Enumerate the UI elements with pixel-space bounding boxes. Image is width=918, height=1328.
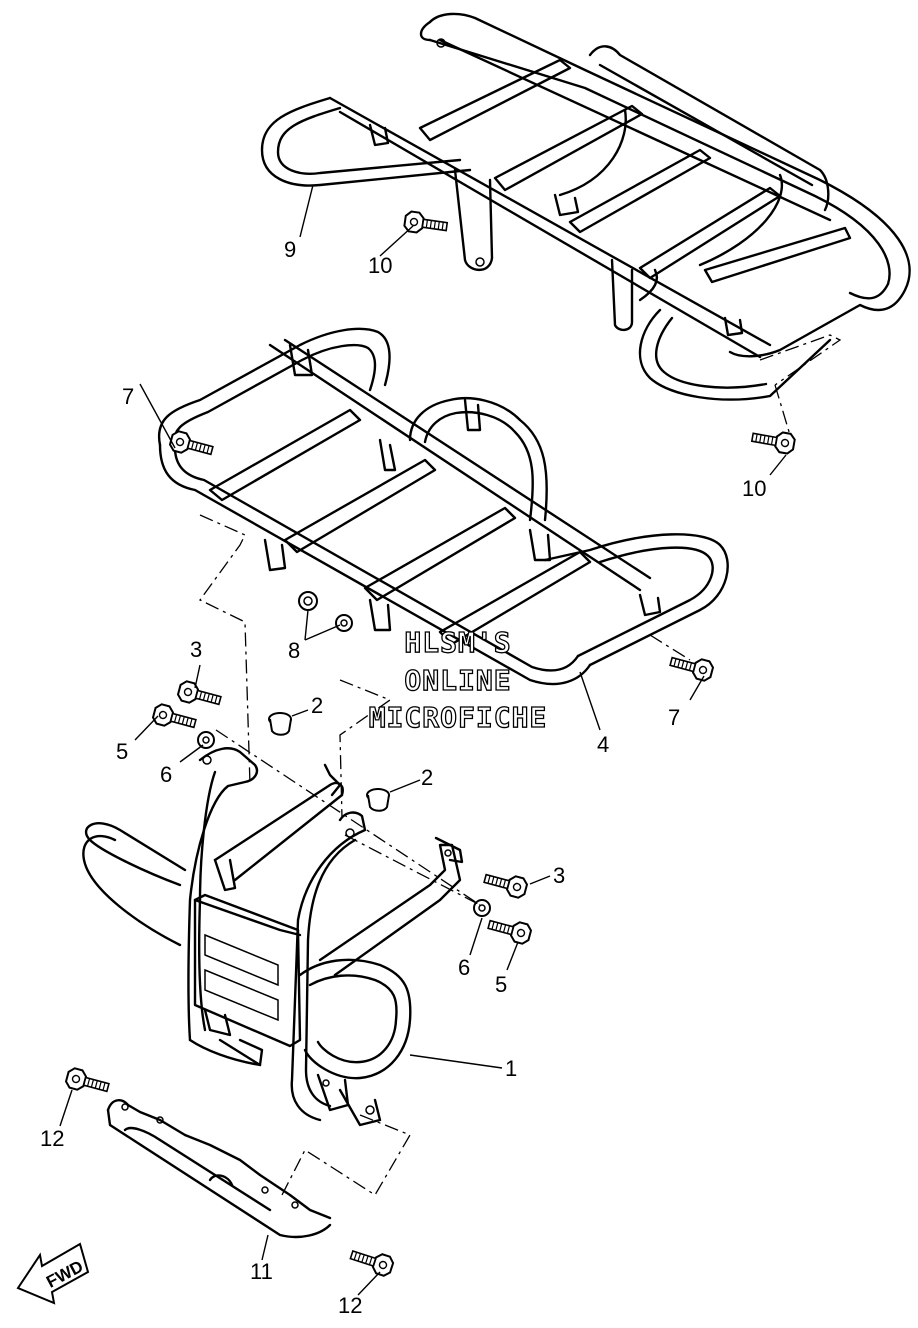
front-carrier — [157, 327, 729, 819]
callout-1: 1 — [505, 1056, 517, 1081]
watermark-line-1: HLSM'S — [404, 626, 511, 659]
watermark-line-2: ONLINE — [404, 664, 511, 697]
callout-6-left: 6 — [160, 762, 172, 787]
callout-7-left: 7 — [122, 384, 134, 409]
callout-11: 11 — [250, 1259, 273, 1284]
callout-2-lower: 2 — [421, 765, 433, 790]
callouts: 9 10 10 7 7 8 4 3 3 2 2 5 5 6 6 1 12 11 … — [40, 237, 766, 1318]
front-guard — [82, 747, 464, 1196]
callout-5-right: 5 — [495, 972, 507, 997]
callout-12-left: 12 — [40, 1126, 64, 1151]
callout-2-upper: 2 — [311, 693, 323, 718]
callout-4: 4 — [597, 732, 609, 757]
callout-3-left: 3 — [190, 637, 202, 662]
callout-9: 9 — [284, 237, 296, 262]
callout-8: 8 — [288, 638, 300, 663]
callout-5-left: 5 — [116, 739, 128, 764]
watermark: HLSM'S ONLINE MICROFICHE — [368, 625, 548, 734]
grommet-upper — [268, 712, 292, 736]
grommet-lower — [366, 788, 390, 812]
fwd-arrow-icon: FWD — [16, 1242, 90, 1305]
callout-10-lower: 10 — [742, 476, 766, 501]
callout-7-right: 7 — [668, 705, 680, 730]
callout-6-right: 6 — [458, 955, 470, 980]
watermark-line-3: MICROFICHE — [369, 701, 548, 734]
callout-10-upper: 10 — [368, 253, 392, 278]
leader-lines — [59, 184, 787, 1296]
rear-carrier — [260, 12, 911, 436]
callout-12-right: 12 — [338, 1293, 362, 1318]
lower-bar — [106, 1099, 332, 1239]
callout-3-right: 3 — [553, 863, 565, 888]
fasteners — [63, 209, 797, 1279]
